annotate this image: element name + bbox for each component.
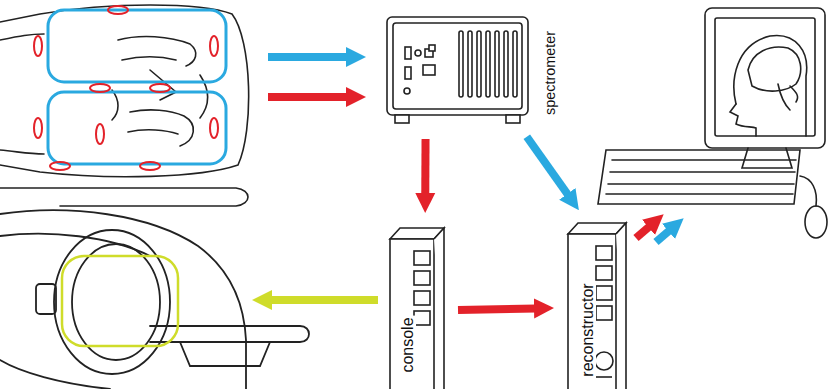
image-arrow [636,226,650,238]
image-arrow [656,230,670,242]
device-outline [388,225,446,389]
device-outline [385,15,530,127]
device-label: reconstructor [580,281,596,378]
signal-arrow [458,308,536,310]
device-outline [566,220,628,389]
reconstructor-tower: reconstructor [566,220,628,389]
receive-coil-loop [48,10,226,164]
console-tower: console [388,225,446,389]
spectrometer-box: spectrometer [385,15,530,127]
mri-scanner [0,210,309,389]
signal-arrow [268,93,348,101]
workstation [598,8,827,238]
signal-arrow [268,53,348,61]
head-coil-figure [0,5,249,206]
device-label: spectrometer [543,29,557,117]
coil-capacitor [34,6,218,170]
device-label: console [400,315,416,374]
control-arrow [270,296,378,304]
signal-arrow [421,139,429,195]
signal-arrow [527,137,569,196]
gradient-coil [62,256,178,346]
